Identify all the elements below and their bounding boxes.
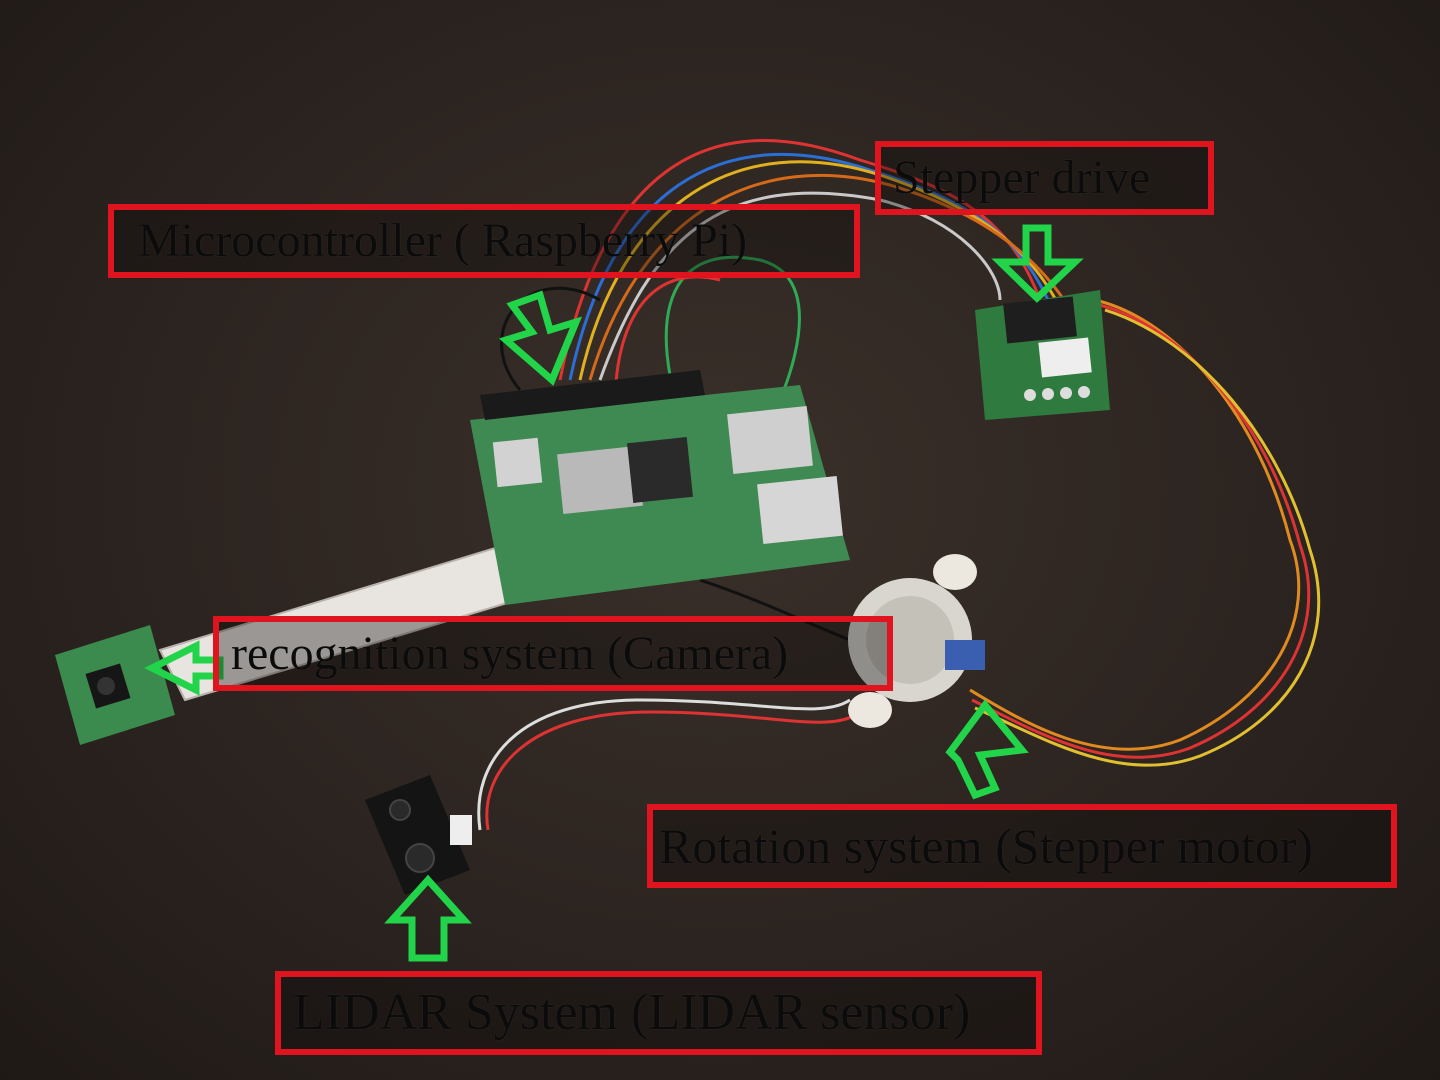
arrow-up-icon — [945, 699, 1029, 800]
label-text: recognition system (Camera) — [231, 626, 789, 680]
stepper-driver-board — [975, 290, 1110, 420]
annotation-arrows — [144, 224, 1084, 962]
label-text: Stepper drive — [893, 151, 1151, 204]
arrow-down-icon — [498, 290, 583, 386]
wire-bundle — [477, 139, 1321, 831]
label-microcontroller: Microcontroller ( Raspberry Pi) — [108, 204, 860, 278]
stepper-motor — [848, 554, 985, 728]
label-lidar: LIDAR System (LIDAR sensor) — [275, 971, 1042, 1055]
arrow-left-icon — [144, 640, 224, 696]
arrow-up-icon — [384, 874, 472, 962]
camera-module — [55, 625, 175, 745]
raspberry-pi-board — [470, 370, 850, 605]
label-stepper-drive: Stepper drive — [875, 141, 1214, 215]
label-text: Rotation system (Stepper motor) — [659, 818, 1314, 874]
label-stepper-motor: Rotation system (Stepper motor) — [647, 804, 1397, 888]
arrow-down-icon — [991, 224, 1084, 303]
label-text: Microcontroller ( Raspberry Pi) — [138, 214, 748, 267]
label-camera: recognition system (Camera) — [213, 616, 893, 691]
lidar-sensor — [365, 775, 472, 895]
label-text: LIDAR System (LIDAR sensor) — [293, 984, 971, 1041]
